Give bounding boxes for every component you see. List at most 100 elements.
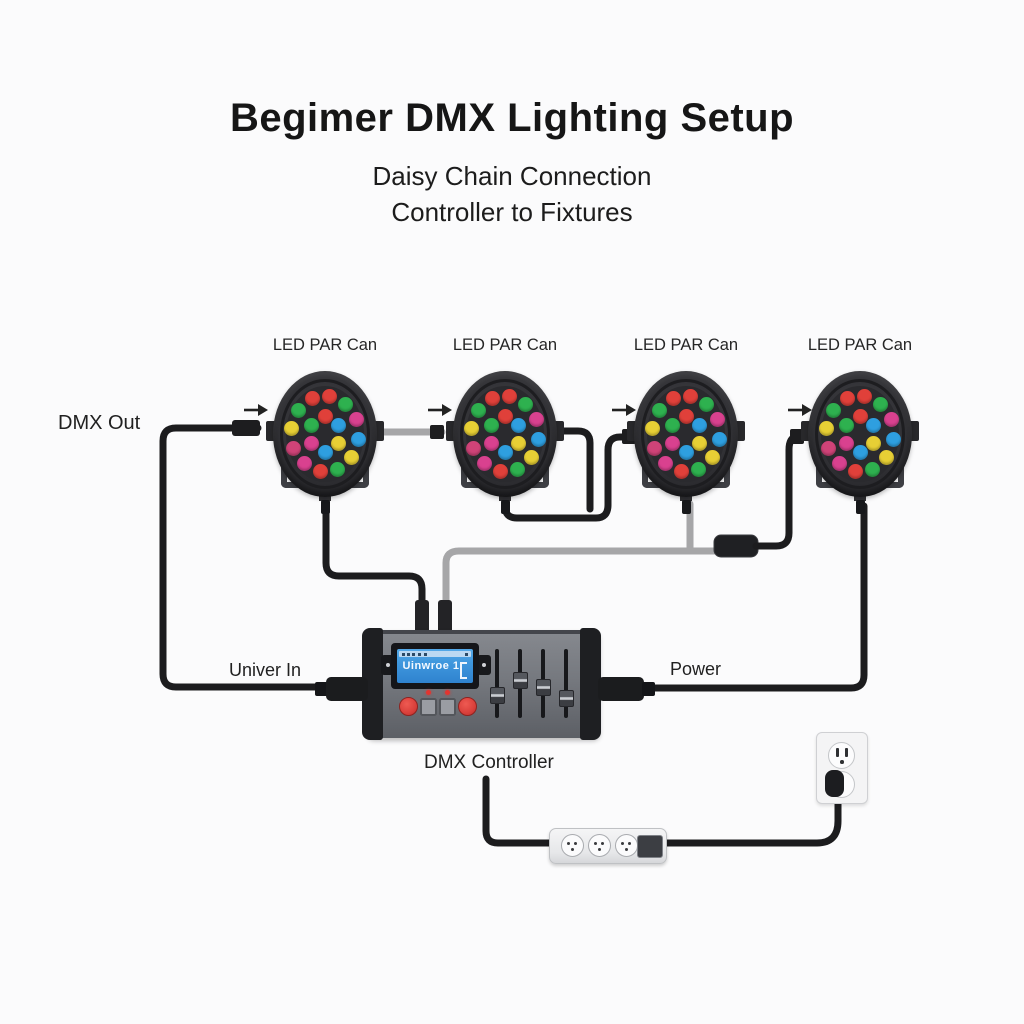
led-dot [344,449,360,465]
led-dot [497,444,513,460]
signal-arrow-icon [428,404,452,416]
led-dot [852,408,868,424]
lcd-status-bar [399,651,471,657]
subtitle-line-2: Controller to Fixtures [391,197,633,227]
led-dot [303,417,319,433]
status-led [426,690,431,695]
led-dot [692,435,708,451]
led-dot [510,461,526,477]
red-round-button [399,697,418,716]
led-dot [317,408,333,424]
xlr-plug [430,425,444,439]
lcd-universe-readout: Uinwroe 1 [402,660,460,672]
led-dot [664,435,680,451]
subtitle-line-1: Daisy Chain Connection [372,161,652,191]
gray-square-button [420,698,437,716]
led-dot [529,412,545,428]
fixture-label: LED PAR Can [272,336,378,354]
red-round-button [458,697,477,716]
cable-fixture2-fixture3 [501,433,632,522]
led-dot [463,421,479,437]
fixture-side-mount [909,421,919,441]
led-dot [351,431,367,447]
led-dot [818,421,834,437]
outlet-socket-bottom [825,770,855,798]
led-dot [651,403,667,419]
led-dot [825,403,841,419]
led-dot [303,435,319,451]
led-dot [349,412,365,428]
led-dot [331,417,347,433]
led-dot [678,408,694,424]
led-dot [692,417,708,433]
fixture-head [273,371,377,497]
label-power: Power [670,659,722,679]
led-dot [886,431,902,447]
led-dot [699,396,715,412]
controller-top-port-2 [438,600,452,634]
led-dot [712,431,728,447]
led-par-can-fixture: LED PAR Can [627,336,745,521]
led-dot [483,435,499,451]
led-dot [664,417,680,433]
signal-arrow-icon [612,404,636,416]
led-dot [673,464,689,480]
cable-controller-strip [482,775,555,847]
fixture-bottom-connector [500,500,510,514]
led-dot [873,396,889,412]
led-dot [484,391,500,407]
fixture-head [453,371,557,497]
fixture-label: LED PAR Can [807,336,913,354]
fixture-side-mount [801,421,811,441]
wall-outlet [816,732,868,804]
led-dot [646,440,662,456]
led-dot [705,449,721,465]
fixture-bottom-connector [855,500,865,514]
signal-arrow-icon [244,404,268,416]
label-dmx-controller: DMX Controller [424,752,554,773]
fixture-side-mount [446,421,456,441]
fixture-ring [460,379,550,489]
led-dot [857,388,873,404]
led-par-can-fixture: LED PAR Can [446,336,564,521]
led-dot [644,421,660,437]
power-outlet [588,834,611,857]
led-dot [283,421,299,437]
cable-fixture1-controller [322,501,426,610]
led-dot [285,440,301,456]
led-dot [852,444,868,460]
led-dot [665,391,681,407]
fixture-bottom-connector [681,500,691,514]
led-dot [304,391,320,407]
fixture-label: LED PAR Can [633,336,739,354]
controller-right-plug [598,677,644,701]
controller-left-plug-stub [315,682,328,696]
fader-slot [495,649,499,718]
led-dot [657,456,673,472]
led-dot [879,449,895,465]
cable-junction-fixture4 [752,433,800,550]
fader-knob [558,689,574,707]
fixture-side-mount [735,421,745,441]
led-dot [322,388,338,404]
controller-left-plug [326,677,368,701]
led-dot [847,464,863,480]
led-dot [317,444,333,460]
cable-power-fixture4 [644,502,868,692]
led-dot [831,456,847,472]
controller-end-cap [362,628,383,740]
led-dot [502,388,518,404]
fixture-bottom-connector [320,500,330,514]
controller-right-plug-stub [642,682,655,696]
led-dot [518,396,534,412]
led-dot [710,412,726,428]
led-dot [884,412,900,428]
inline-connector [713,534,759,558]
fixture-ring [641,379,731,489]
led-dot [838,417,854,433]
led-dot [476,456,492,472]
label-dmx-out: DMX Out [58,412,141,434]
fixture-ring [815,379,905,489]
led-dot [865,461,881,477]
